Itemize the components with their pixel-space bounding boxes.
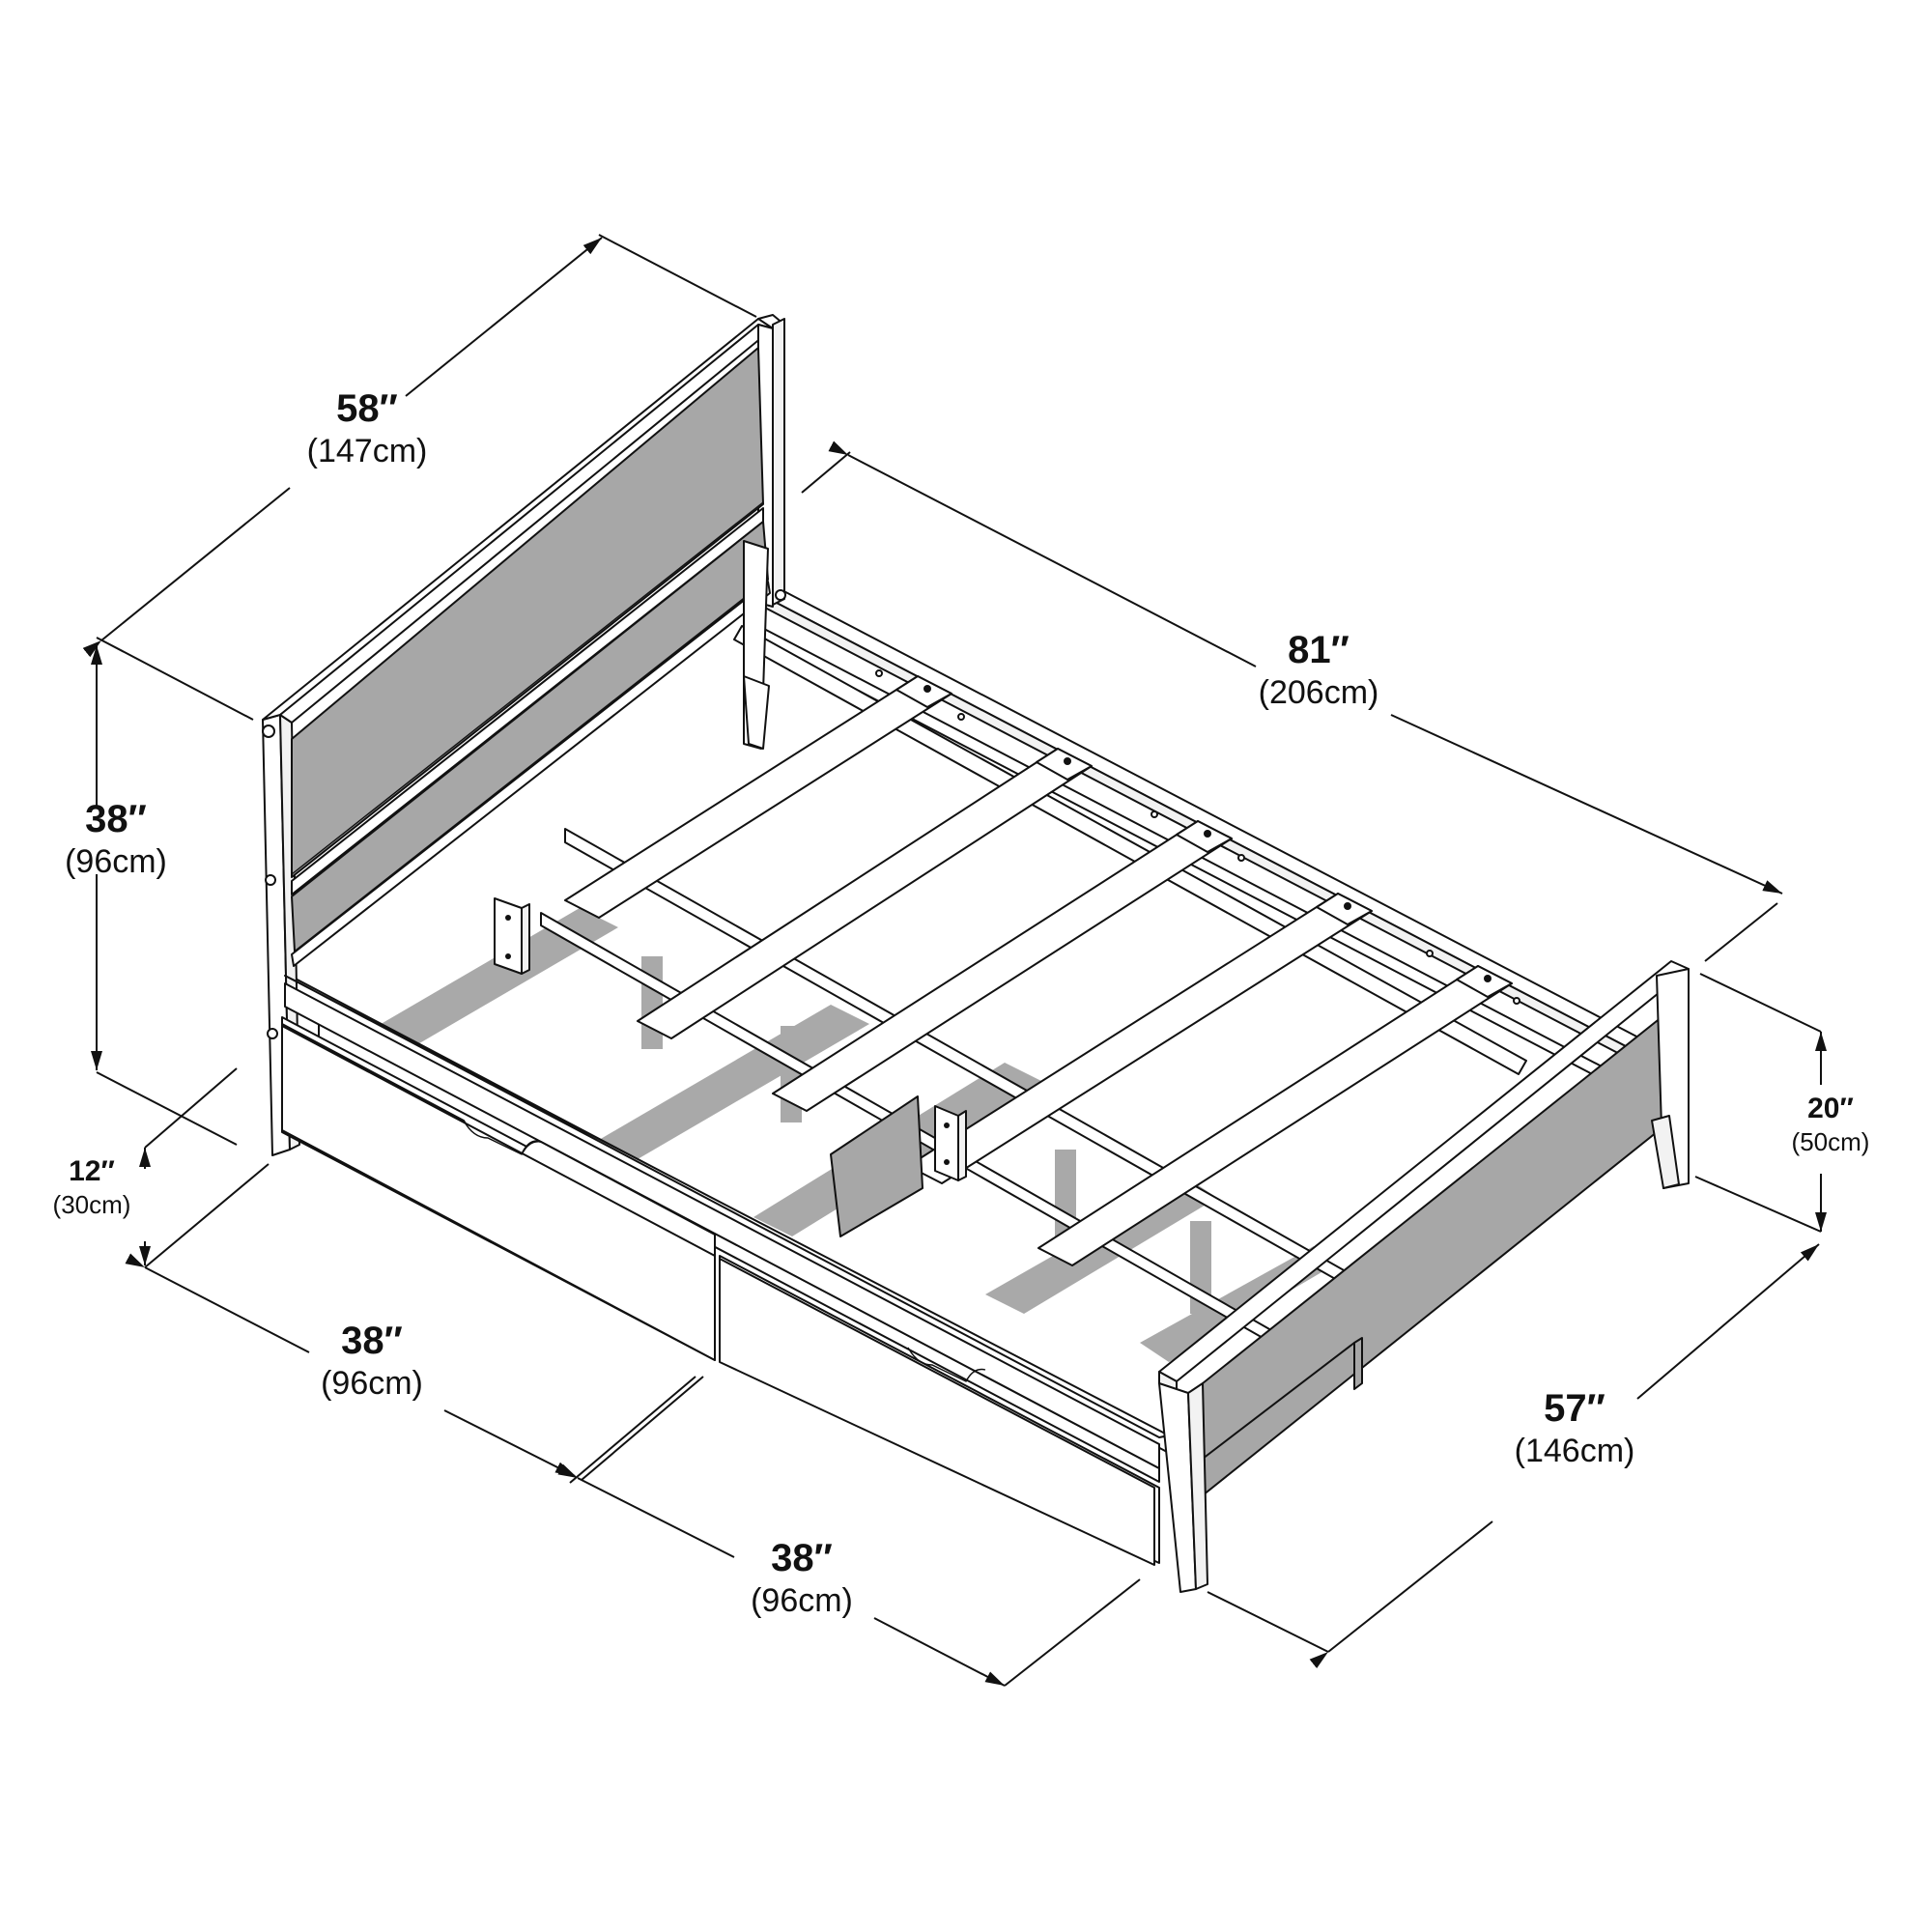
headboard-width-inches: 58″: [336, 387, 398, 430]
dim-label-headboard-width: 58″ (147cm): [270, 386, 464, 471]
overall-length-cm: (206cm): [1258, 674, 1379, 711]
headboard-height-cm: (96cm): [65, 843, 167, 880]
dim-label-drawer-1-width: 38″ (96cm): [275, 1319, 469, 1404]
footboard-width-cm: (146cm): [1514, 1433, 1635, 1469]
slats: [564, 675, 1513, 1266]
drawer-2-width-cm: (96cm): [751, 1582, 853, 1619]
dim-label-drawer-2-width: 38″ (96cm): [705, 1536, 898, 1621]
drawer-left: [281, 1016, 716, 1361]
headboard-height-inches: 38″: [85, 798, 147, 840]
dim-label-headboard-height: 38″ (96cm): [19, 797, 213, 882]
support-brackets: [494, 897, 967, 1237]
dim-label-footboard-width: 57″ (146cm): [1478, 1386, 1671, 1471]
drawer-1-width-inches: 38″: [341, 1320, 403, 1362]
slat-ledge-far: [733, 625, 1527, 1075]
clearance-height-cm: (30cm): [52, 1190, 131, 1219]
clearance-height-inches: 12″: [69, 1155, 115, 1187]
dim-label-footboard-height: 20″ (50cm): [1758, 1092, 1903, 1157]
footboard: [1158, 960, 1690, 1593]
footboard-height-inches: 20″: [1807, 1093, 1854, 1124]
near-side-rail: [284, 975, 1170, 1469]
footboard-width-inches: 57″: [1544, 1387, 1605, 1430]
drawer-1-width-cm: (96cm): [321, 1365, 423, 1402]
drawer-right: [719, 1255, 1160, 1566]
headboard-width-cm: (147cm): [306, 433, 428, 469]
headboard: [262, 314, 786, 1156]
drawer-2-width-inches: 38″: [771, 1537, 833, 1579]
footboard-height-cm: (50cm): [1791, 1127, 1870, 1156]
dim-label-clearance-height: 12″ (30cm): [29, 1154, 155, 1220]
dimension-lines: [82, 234, 1827, 1687]
overall-length-inches: 81″: [1288, 629, 1350, 671]
dim-label-overall-length: 81″ (206cm): [1222, 628, 1415, 713]
